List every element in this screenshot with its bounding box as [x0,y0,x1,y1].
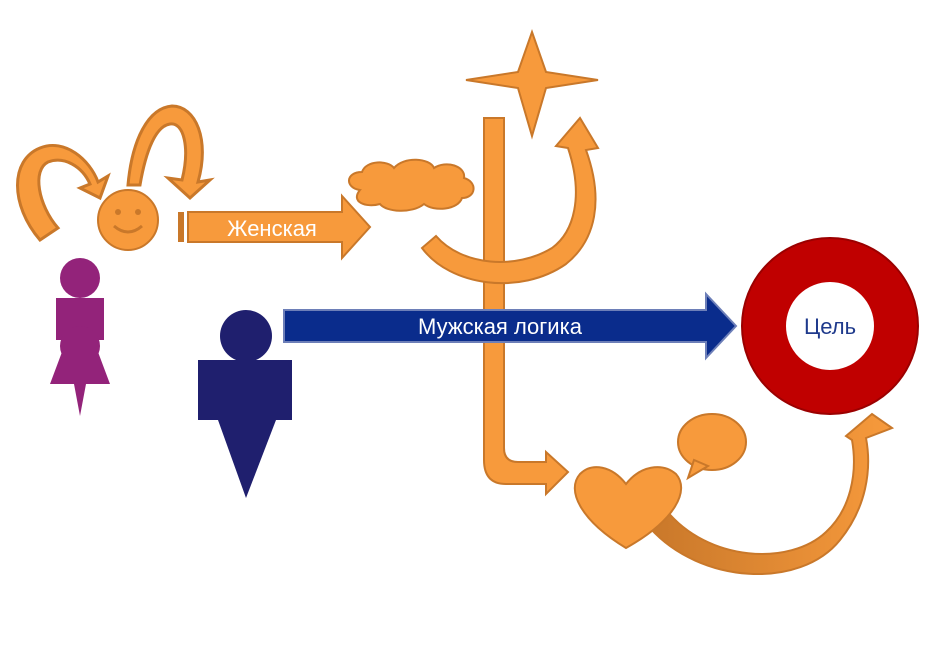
male-logic-arrow: Мужская логика [283,291,738,361]
curved-arrow-left [16,144,111,242]
male-figure-icon [198,310,292,498]
speech-bubble-icon [677,413,747,481]
curved-arrow-top [126,104,215,201]
heart-icon [573,466,683,550]
goal-label: Цель [804,314,856,339]
cloud-icon [348,158,475,212]
female-figure-icon [50,258,110,416]
female-logic-arrow: Женская [178,193,372,261]
smiley-face-icon [97,189,159,251]
curved-arrow-to-star [420,116,600,285]
curved-arrow-to-goal [648,412,895,575]
male-arrow-label: Мужская логика [418,314,583,339]
vertical-path-arrow [483,117,570,497]
star-icon [465,28,599,140]
goal-target-icon: Цель [741,237,919,415]
female-arrow-label: Женская [227,216,317,241]
